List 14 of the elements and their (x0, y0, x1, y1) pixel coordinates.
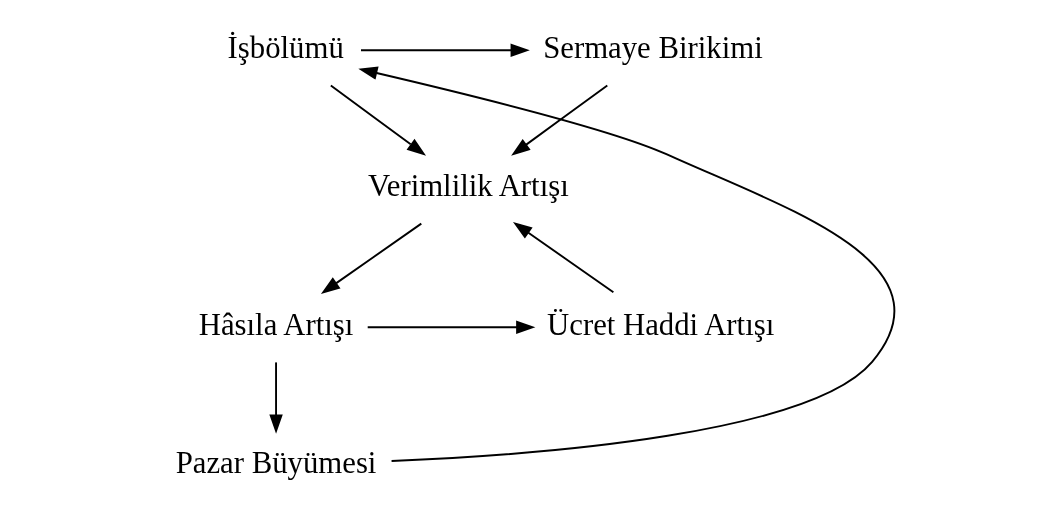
arrow (359, 43, 530, 58)
node-text: Sermaye Birikimi (542, 30, 763, 65)
arrow (366, 320, 535, 334)
arrow (329, 84, 426, 156)
arrow (268, 361, 283, 434)
arrow (357, 66, 895, 462)
node-text: İşbölümü (227, 30, 344, 65)
node-text: Verimlilik Artışı (367, 169, 569, 204)
node-text: Ücret Haddi Artışı (546, 307, 774, 342)
node-text: Hâsıla Artışı (198, 307, 353, 342)
arrow (510, 84, 608, 156)
arrow (512, 221, 614, 294)
node-text: Pazar Büyümesi (175, 445, 376, 480)
arrow (320, 222, 422, 294)
